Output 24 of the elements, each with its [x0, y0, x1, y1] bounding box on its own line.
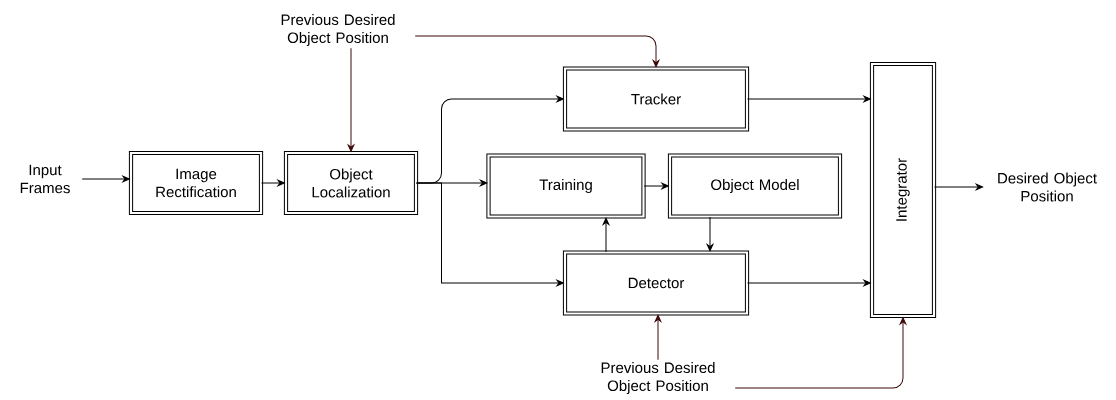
arrow — [706, 216, 714, 252]
arrow — [747, 95, 871, 103]
input-label: Previous Desired Object Position — [281, 14, 395, 46]
arrow — [934, 183, 984, 191]
process-box: Object Localization — [283, 150, 419, 216]
arrow — [414, 35, 660, 68]
arrow — [416, 182, 564, 287]
arrow — [747, 279, 871, 287]
input-label: Input Frames — [20, 164, 70, 194]
arrow — [602, 217, 610, 253]
output-label: Desired Object Position — [998, 172, 1097, 202]
arrow — [81, 175, 130, 183]
arrow — [261, 179, 285, 187]
arrow — [734, 317, 907, 389]
process-box: Image Rectification — [128, 150, 264, 216]
input-label: Previous Desired Object Position — [601, 362, 715, 394]
process-box: Integrator — [869, 61, 937, 319]
process-box: Object Model — [667, 153, 843, 219]
process-box: Training — [486, 153, 646, 219]
process-box: Tracker — [562, 66, 750, 132]
arrow — [654, 314, 662, 361]
arrow — [347, 47, 355, 152]
process-box: Detector — [562, 250, 750, 316]
arrow — [643, 182, 669, 190]
